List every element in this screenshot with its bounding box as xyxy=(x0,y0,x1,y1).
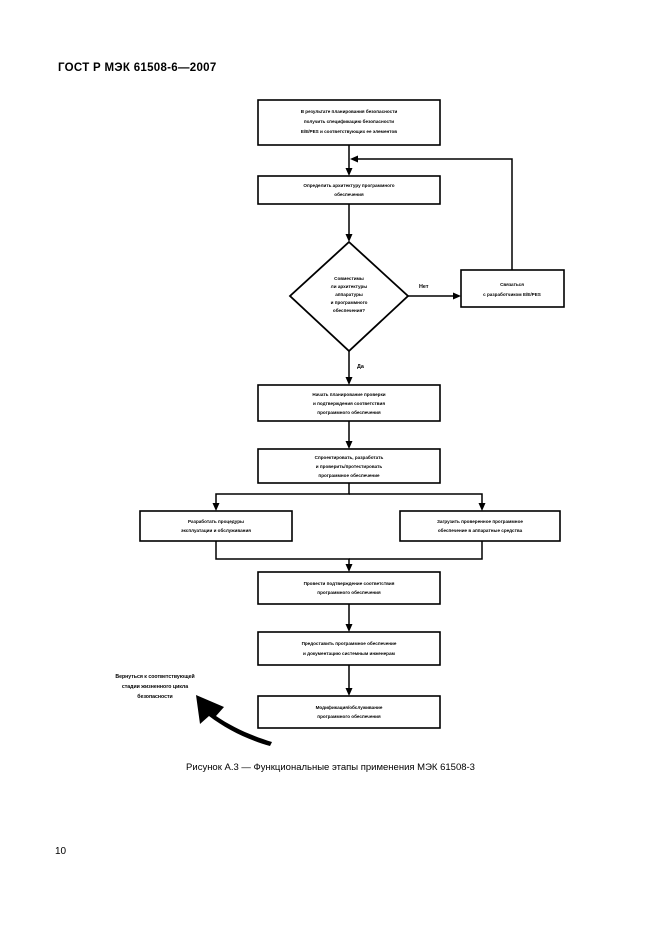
node-modification-shape xyxy=(257,695,441,729)
node-design-develop-line-2: и проверить/протестировать xyxy=(316,464,383,469)
node-architecture: Определить архитектуру программного обес… xyxy=(257,175,441,205)
document-header: ГОСТ Р МЭК 61508-6—2007 xyxy=(58,62,217,74)
node-compatible-line-3: аппаратуры xyxy=(335,292,363,297)
node-plan-validation-line-2: и подтверждения соответствия xyxy=(313,401,385,406)
page-number: 10 xyxy=(55,846,67,857)
node-compatible-line-1: Совместимы xyxy=(334,276,364,281)
node-validate-line-1: Провести подтверждение соответствия xyxy=(304,581,395,586)
node-load-software-line-2: обеспечение в аппаратные средства xyxy=(438,527,523,533)
connector-layer xyxy=(196,145,513,746)
node-compatible-decision: Совместимы ли архитектуры аппаратуры и п… xyxy=(288,240,410,353)
node-contact-developer-line-2: с разработчиком Е/Е/РЕS xyxy=(483,291,541,297)
arrowhead-operation-procedures-in xyxy=(212,503,220,511)
node-design-develop-shape xyxy=(257,448,441,484)
node-plan-validation-line-1: Начать планирование проверки xyxy=(312,392,385,397)
branch-label-no: Нет xyxy=(419,284,429,290)
figure-caption: Рисунок А.3 — Функциональные этапы приме… xyxy=(186,762,475,773)
node-operation-procedures-line-1: Разработать процедуры xyxy=(188,518,244,524)
node-compatible-shape xyxy=(288,240,410,353)
annotation-line-1: Вернуться к соответствующей xyxy=(115,673,194,680)
node-modification-line-2: программного обеспечения xyxy=(317,713,381,719)
node-spec-line-2: получить спецификацию безопасности xyxy=(304,118,394,124)
curved-return-arrow xyxy=(196,695,272,746)
node-handover: Предоставить программное обеспечение и д… xyxy=(257,631,441,666)
node-spec: В результате планирования безопасности п… xyxy=(257,99,441,146)
arrowhead-validate-in xyxy=(345,564,353,572)
node-validate-shape xyxy=(257,571,441,605)
arrowhead-architecture-in xyxy=(345,168,353,176)
connector-fork-right xyxy=(349,493,483,505)
node-spec-line-3: Е/Е/РЕS и соответствующих ее элементов xyxy=(301,129,397,134)
arrowhead-handover-in xyxy=(345,624,353,632)
node-validate: Провести подтверждение соответствия прог… xyxy=(257,571,441,605)
node-design-develop: Спроектировать, разработать и проверить/… xyxy=(257,448,441,484)
annotation-line-3: безопасности xyxy=(137,693,172,700)
node-handover-line-2: и документацию системным инженерам xyxy=(303,651,395,656)
arrowhead-modification-in xyxy=(345,688,353,696)
arrowhead-load-software-in xyxy=(478,503,486,511)
node-operation-procedures-line-2: эксплуатации и обслуживания xyxy=(181,527,251,533)
node-compatible-line-4: и программного xyxy=(331,300,368,305)
node-compatible-line-2: ли архитектуры xyxy=(331,284,367,289)
connector-feedback-loop xyxy=(356,158,513,270)
node-compatible-line-5: обеспечения? xyxy=(333,307,365,313)
node-load-software: Загрузить проверенное программное обеспе… xyxy=(399,510,561,542)
node-operation-procedures-shape xyxy=(139,510,293,542)
node-design-develop-line-3: программное обеспечение xyxy=(318,472,380,478)
connector-merge-left xyxy=(215,541,350,565)
node-handover-line-1: Предоставить программное обеспечение xyxy=(302,640,397,646)
node-architecture-line-1: Определить архитектуру программного xyxy=(303,183,394,188)
node-spec-line-1: В результате планирования безопасности xyxy=(301,108,398,114)
node-plan-validation: Начать планирование проверки и подтвержд… xyxy=(257,384,441,422)
node-modification-line-1: Модификация/обслуживание xyxy=(316,704,383,710)
branch-label-yes: Да xyxy=(357,364,365,370)
node-validate-line-2: программного обеспечения xyxy=(317,589,381,595)
node-handover-shape xyxy=(257,631,441,666)
node-modification: Модификация/обслуживание программного об… xyxy=(257,695,441,729)
arrowhead-plan-validation-in xyxy=(345,377,353,385)
node-contact-developer: Связаться с разработчиком Е/Е/РЕS xyxy=(460,269,565,308)
node-architecture-line-2: обеспечения xyxy=(334,191,364,197)
node-load-software-line-1: Загрузить проверенное программное xyxy=(437,519,523,524)
node-operation-procedures: Разработать процедуры эксплуатации и обс… xyxy=(139,510,293,542)
node-plan-validation-shape xyxy=(257,384,441,422)
node-plan-validation-line-3: программного обеспечения xyxy=(317,409,381,415)
node-contact-developer-line-1: Связаться xyxy=(500,282,524,287)
node-contact-developer-shape xyxy=(460,269,565,308)
node-architecture-shape xyxy=(257,175,441,205)
node-load-software-shape xyxy=(399,510,561,542)
annotation-line-2: стадии жизненного цикла xyxy=(122,684,188,690)
arrowhead-design-in xyxy=(345,441,353,449)
arrowhead-contact-developer-in xyxy=(453,292,461,300)
connector-merge-right xyxy=(349,541,483,560)
node-spec-shape xyxy=(257,99,441,146)
connector-fork-left xyxy=(215,483,350,505)
node-design-develop-line-1: Спроектировать, разработать xyxy=(315,454,384,460)
arrowhead-feedback-loop xyxy=(350,155,358,163)
annotation-return-to-lifecycle: Вернуться к соответствующей стадии жизне… xyxy=(115,673,194,700)
arrowhead-decision-in xyxy=(345,234,353,242)
